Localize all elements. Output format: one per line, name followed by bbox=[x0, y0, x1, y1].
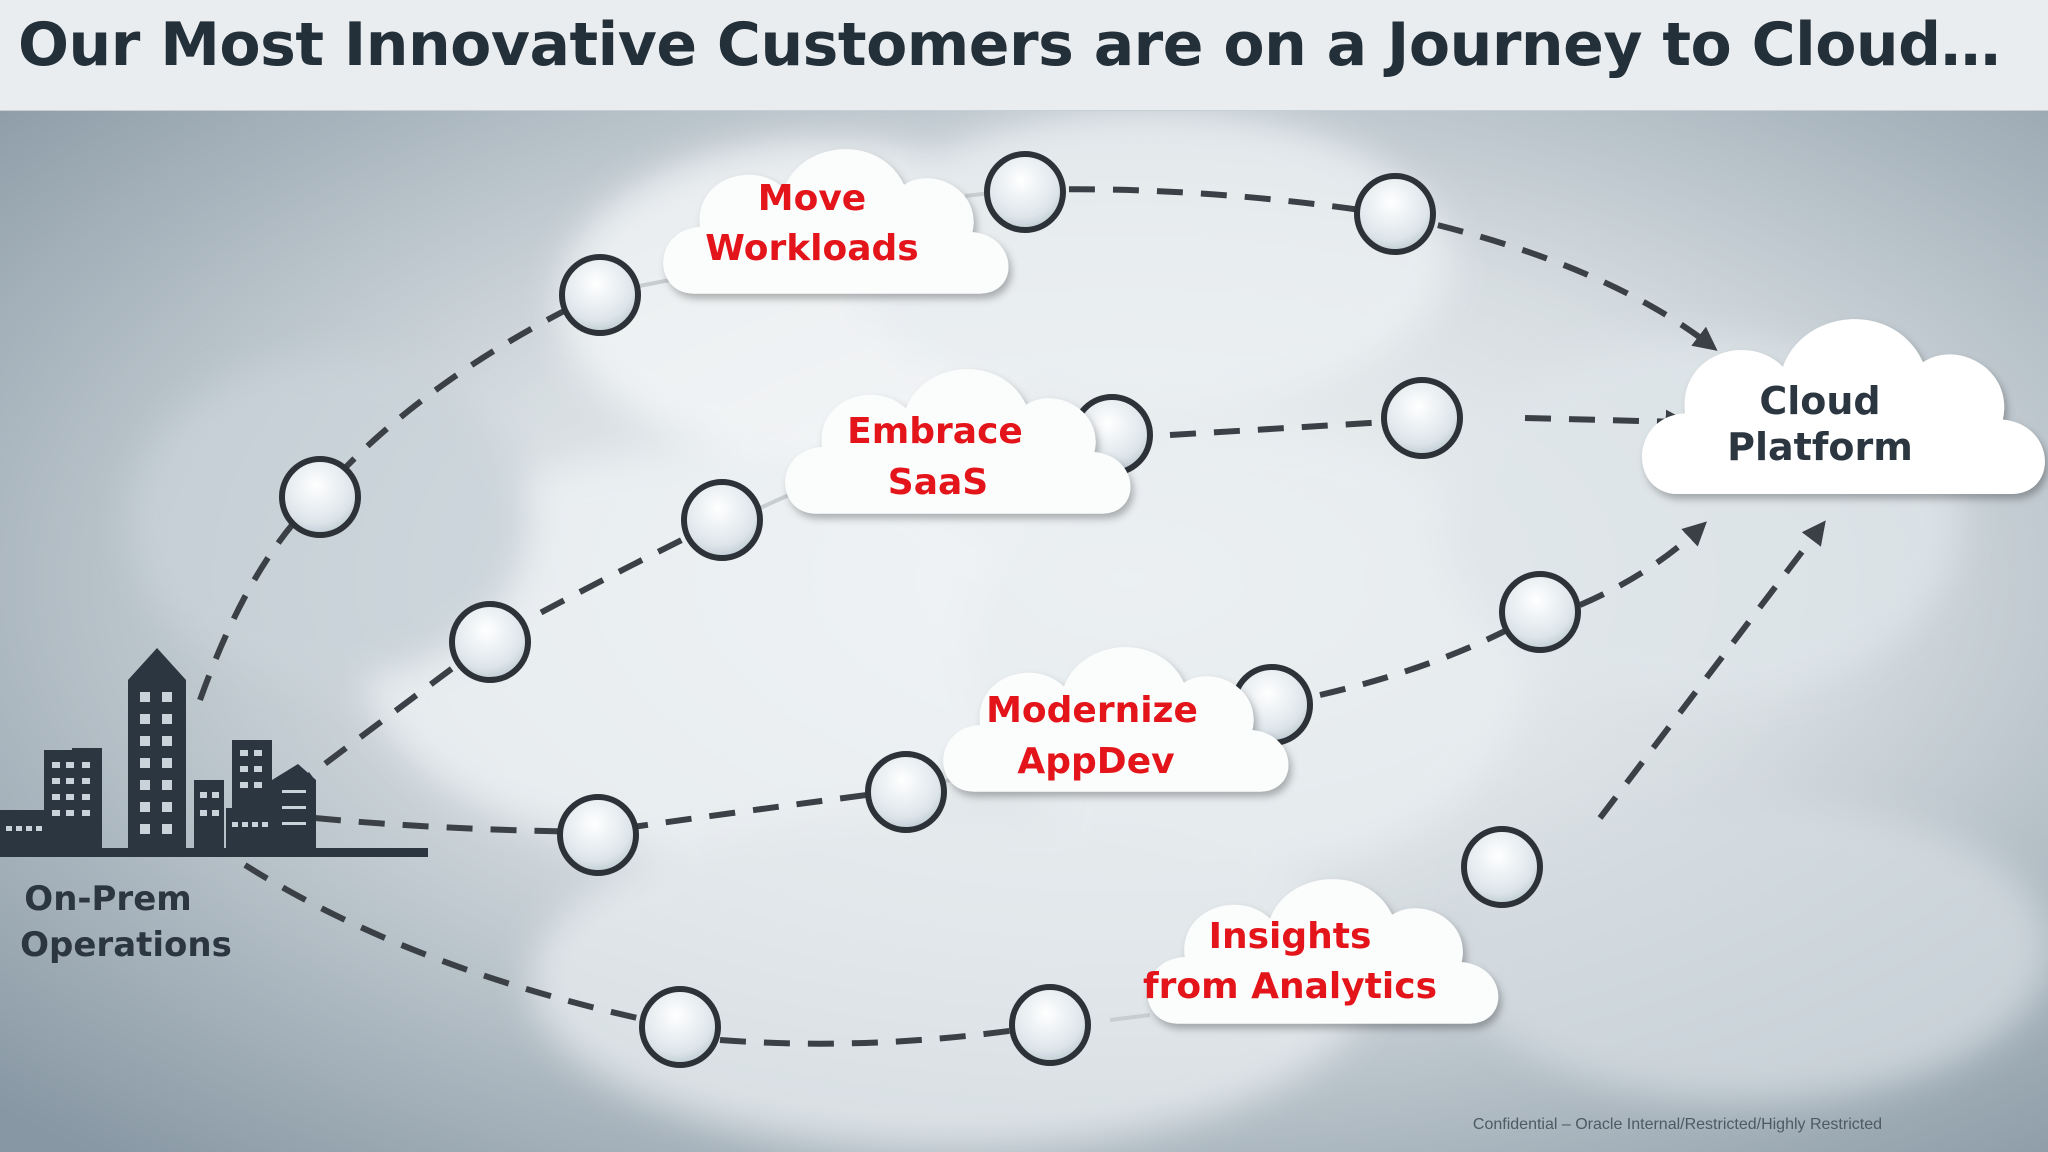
city-skyline-icon bbox=[0, 648, 428, 857]
path-label-line1: Modernize bbox=[986, 690, 1198, 731]
route-insights-analytics bbox=[243, 862, 681, 1030]
milestone-circle bbox=[639, 986, 721, 1068]
page-title: Our Most Innovative Customers are on a J… bbox=[18, 10, 2001, 80]
milestone-circle bbox=[559, 254, 641, 336]
path-label-line2: SaaS bbox=[888, 462, 988, 503]
path-label-line1: Insights bbox=[1209, 916, 1372, 957]
confidentiality-notice: Confidential – Oracle Internal/Restricte… bbox=[1472, 1116, 1882, 1133]
milestone-circle bbox=[557, 794, 639, 876]
milestone-circle bbox=[1499, 571, 1581, 653]
milestone-circle bbox=[865, 751, 947, 833]
path-label-line1: Embrace bbox=[847, 411, 1023, 452]
milestone-circle bbox=[1461, 826, 1543, 908]
milestones bbox=[279, 151, 1581, 1068]
route-move-workloads bbox=[197, 291, 600, 702]
milestone-circle bbox=[1381, 377, 1463, 459]
milestone-circle bbox=[681, 479, 763, 561]
destination-label-line2: Platform bbox=[1727, 425, 1913, 469]
source-label-line1: On-Prem bbox=[24, 879, 191, 919]
milestone-circle bbox=[984, 151, 1066, 233]
title-bar: Our Most Innovative Customers are on a J… bbox=[0, 0, 2048, 111]
milestone-circle bbox=[279, 456, 361, 538]
destination-label-line1: Cloud bbox=[1759, 379, 1880, 423]
path-label-line2: from Analytics bbox=[1143, 966, 1437, 1007]
milestone-circle bbox=[1354, 173, 1436, 255]
path-label-line2: AppDev bbox=[1017, 741, 1174, 782]
milestone-circle bbox=[449, 601, 531, 683]
milestone-circle bbox=[1009, 984, 1091, 1066]
source-label-line2: Operations bbox=[20, 925, 232, 965]
path-label-line2: Workloads bbox=[705, 228, 918, 269]
path-label-line1: Move bbox=[758, 178, 866, 219]
